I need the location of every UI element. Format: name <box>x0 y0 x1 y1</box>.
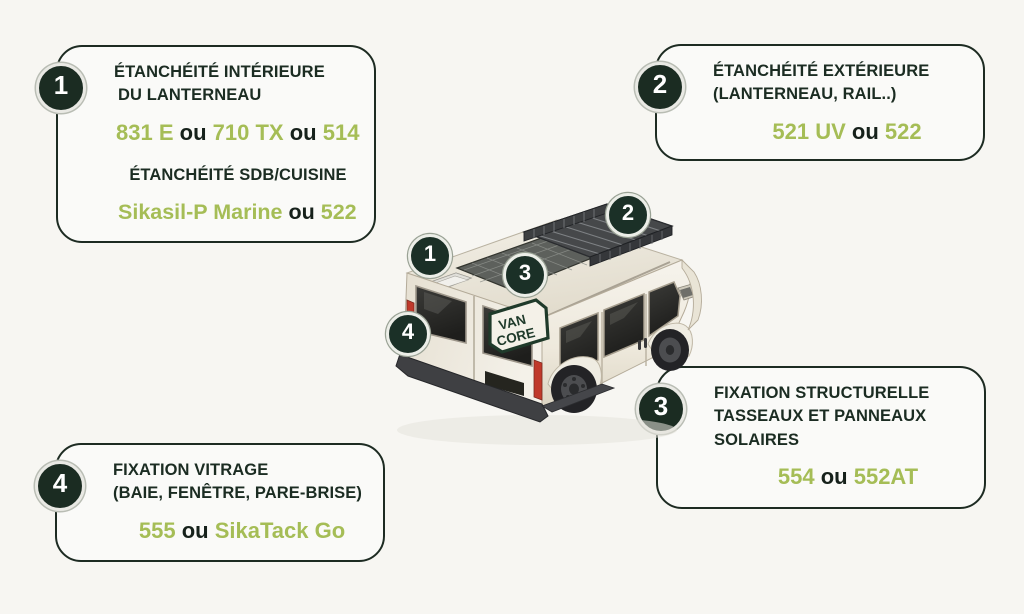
card-badge-1: 1 <box>36 63 86 113</box>
product-sikasil-p-marine: Sikasil-P Marine <box>118 199 283 224</box>
conjunction: ou <box>179 119 207 145</box>
callout-card-1: 1 ÉTANCHÉITÉ INTÉRIEURE DU LANTERNEAU 83… <box>36 45 376 244</box>
van-shadow <box>397 415 677 445</box>
rear-lower-vent <box>485 371 524 396</box>
product-521uv: 521 UV <box>772 118 846 144</box>
card-4-heading-line-2: (BAIE, FENÊTRE, PARE-BRISE) <box>113 484 362 503</box>
card-2-heading-line-1: ÉTANCHÉITÉ EXTÉRIEURE <box>713 62 930 80</box>
card-3-heading-line-3: SOLAIRES <box>714 430 800 449</box>
product-514: 514 <box>322 119 360 145</box>
card-3-products-row-1: 554 ou 552AT <box>714 464 964 490</box>
card-1-heading-line-1: ÉTANCHÉITÉ INTÉRIEURE <box>114 63 325 81</box>
logo-text-van: VAN <box>497 312 527 333</box>
callout-card-2: 2 ÉTANCHÉITÉ EXTÉRIEURE (LANTERNEAU, RAI… <box>635 44 985 162</box>
product-554: 554 <box>777 464 815 490</box>
card-4-products-row-1: 555 ou SikaTack Go <box>113 518 363 544</box>
card-3-heading-line-2: TASSEAUX ET PANNEAUX <box>714 407 927 426</box>
callout-card-4: 4 FIXATION VITRAGE (BAIE, FENÊTRE, PARE-… <box>35 443 385 563</box>
side-window-front <box>648 281 681 338</box>
roof-rack <box>522 203 674 267</box>
van-callout-badge-4[interactable]: 4 <box>386 312 430 356</box>
door-handle-2 <box>644 338 647 348</box>
conjunction: ou <box>820 464 848 490</box>
product-552at: 552AT <box>853 464 919 490</box>
product-555: 555 <box>138 517 176 543</box>
product-522: 522 <box>884 118 922 144</box>
card-2-heading-line-2: (LANTERNEAU, RAIL..) <box>713 85 897 104</box>
tail-light-right <box>533 359 543 401</box>
card-1-products-row-2: Sikasil-P Marine ou 522 <box>114 199 357 226</box>
van-callout-badge-1[interactable]: 1 <box>408 234 452 278</box>
conjunction: ou <box>851 118 879 144</box>
conjunction: ou <box>288 199 315 224</box>
callout-card-3: 3 FIXATION STRUCTURELLE TASSEAUX ET PANN… <box>636 366 986 509</box>
card-3-heading-line-1: FIXATION STRUCTURELLE <box>714 384 930 402</box>
card-1-heading-line-2: DU LANTERNEAU <box>118 86 262 105</box>
van-front-nose <box>681 258 702 331</box>
card-badge-2: 2 <box>635 62 685 112</box>
conjunction: ou <box>289 119 317 145</box>
card-2-products-row-1: 521 UV ou 522 <box>713 119 963 145</box>
card-1-heading-line-3: ÉTANCHÉITÉ SDB/CUISINE <box>129 166 347 185</box>
product-522: 522 <box>320 199 357 224</box>
card-badge-4: 4 <box>35 461 85 511</box>
product-sikatack-go: SikaTack Go <box>214 517 346 543</box>
side-skirt <box>541 383 616 413</box>
rear-hub <box>569 383 579 395</box>
van-callout-badge-2[interactable]: 2 <box>606 193 650 237</box>
logo-badge-outline <box>488 298 550 354</box>
product-831e: 831 E <box>116 119 174 145</box>
rear-bumper <box>395 353 549 423</box>
product-710tx: 710 TX <box>212 119 284 145</box>
van-core-logo: VAN CORE <box>488 298 550 354</box>
door-handle-1 <box>638 340 641 350</box>
card-4-heading-line-1: FIXATION VITRAGE <box>113 461 269 479</box>
front-hub <box>665 345 675 355</box>
conjunction: ou <box>181 517 209 543</box>
card-1-products-row-1: 831 E ou 710 TX ou 514 <box>114 119 359 146</box>
van-illustration: VAN CORE <box>352 188 712 458</box>
van-callout-badge-3[interactable]: 3 <box>503 253 547 297</box>
